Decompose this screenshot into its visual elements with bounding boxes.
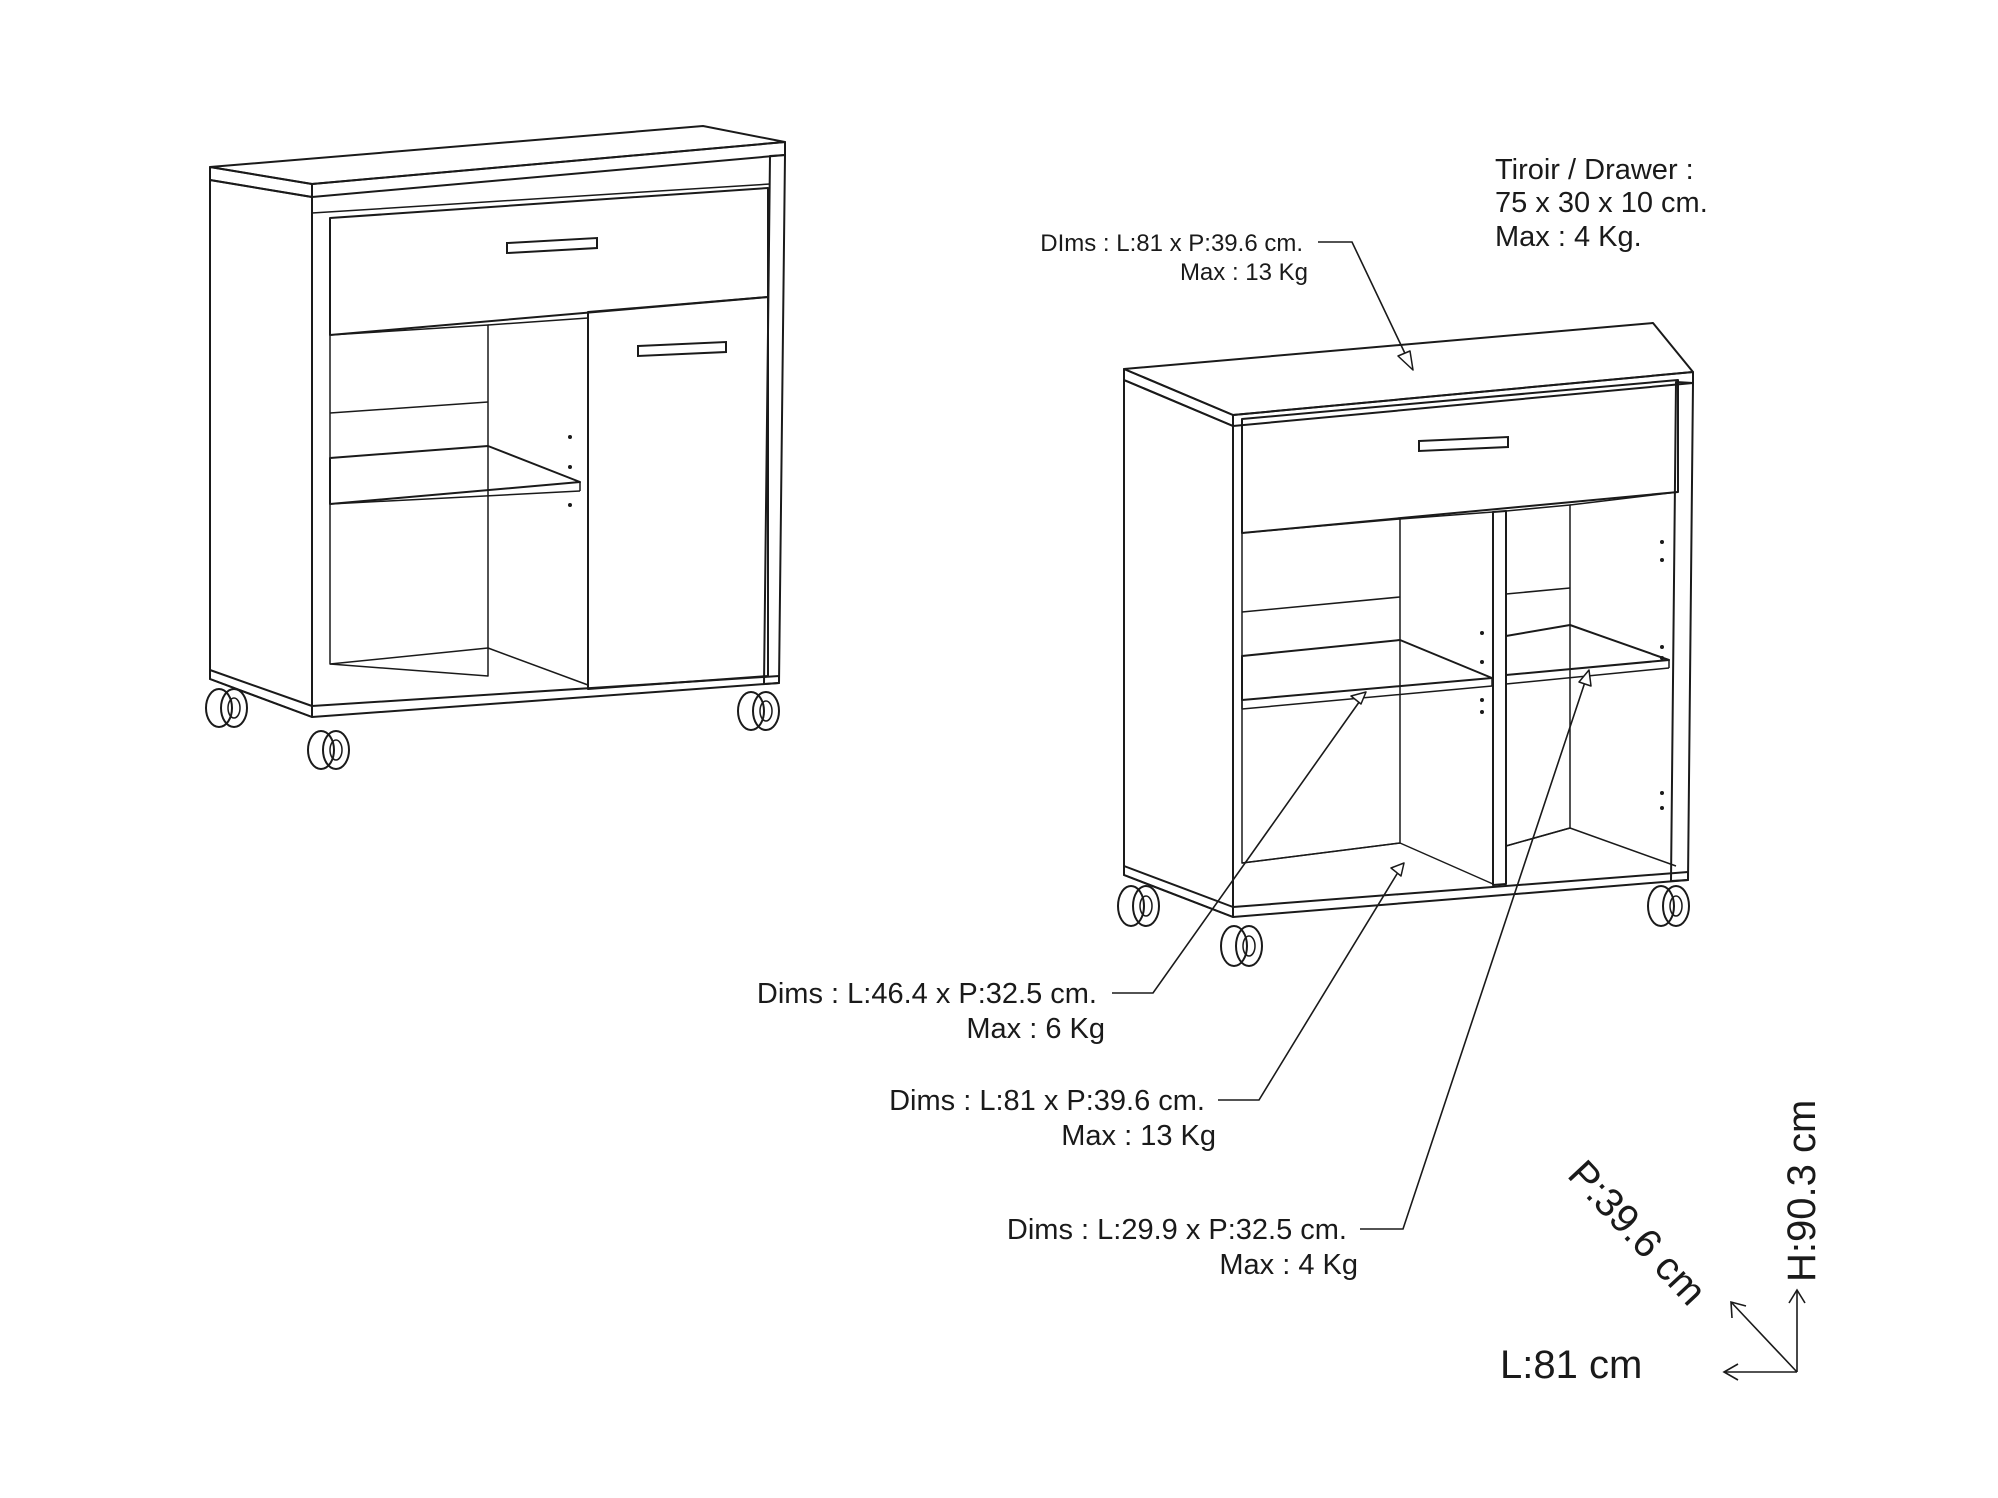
caster-wheel: [1220, 925, 1263, 967]
callout-right-shelf-dims: Dims : L:29.9 x P:32.5 cm.: [1007, 1214, 1347, 1246]
callout-right-shelf: Dims : L:29.9 x P:32.5 cm. Max : 4 Kg: [1007, 1214, 1358, 1281]
caster-wheel: [307, 730, 350, 770]
caster-wheel: [1647, 885, 1690, 927]
callout-bottom: Dims : L:81 x P:39.6 cm. Max : 13 Kg: [889, 1085, 1216, 1152]
overall-height-label: H:90.3 cm: [1780, 1100, 1824, 1282]
leader-left-shelf: [1112, 691, 1367, 994]
callout-left-shelf-dims: Dims : L:46.4 x P:32.5 cm.: [757, 978, 1097, 1010]
drawer-note-line3: Max : 4 Kg.: [1495, 221, 1642, 253]
callout-right-shelf-max: Max : 4 Kg: [1219, 1249, 1358, 1281]
drawer-note-line1: Tiroir / Drawer :: [1495, 154, 1694, 186]
drawer-handle: [506, 236, 598, 255]
leader-bottom: [1218, 862, 1405, 1101]
drawer-handle: [1418, 435, 1509, 453]
callout-bottom-max: Max : 13 Kg: [1061, 1120, 1216, 1152]
leader-top: [1318, 241, 1414, 371]
callout-top-dims: DIms : L:81 x P:39.6 cm.: [1040, 230, 1303, 257]
callout-left-shelf: Dims : L:46.4 x P:32.5 cm. Max : 6 Kg: [757, 978, 1105, 1045]
door-handle: [637, 340, 727, 358]
leader-right-shelf: [1360, 669, 1592, 1230]
drawer-note-line2: 75 x 30 x 10 cm.: [1495, 187, 1708, 219]
caster-wheel: [1117, 885, 1160, 927]
callout-left-shelf-max: Max : 6 Kg: [966, 1013, 1105, 1045]
caster-wheel: [737, 691, 780, 731]
callout-bottom-dims: Dims : L:81 x P:39.6 cm.: [889, 1085, 1205, 1117]
caster-wheel: [205, 688, 248, 728]
cabinet-with-door: [205, 125, 786, 770]
cabinet-open-shelves: [1117, 322, 1694, 967]
callout-top: DIms : L:81 x P:39.6 cm. Max : 13 Kg: [1040, 230, 1308, 286]
axis-gizmo: [1722, 1288, 1806, 1381]
overall-length-label: L:81 cm: [1500, 1343, 1642, 1387]
callout-top-max: Max : 13 Kg: [1180, 259, 1308, 286]
drawer-note: Tiroir / Drawer : 75 x 30 x 10 cm. Max :…: [1495, 154, 1708, 253]
overall-depth-label: P:39.6 cm: [1559, 1152, 1714, 1314]
